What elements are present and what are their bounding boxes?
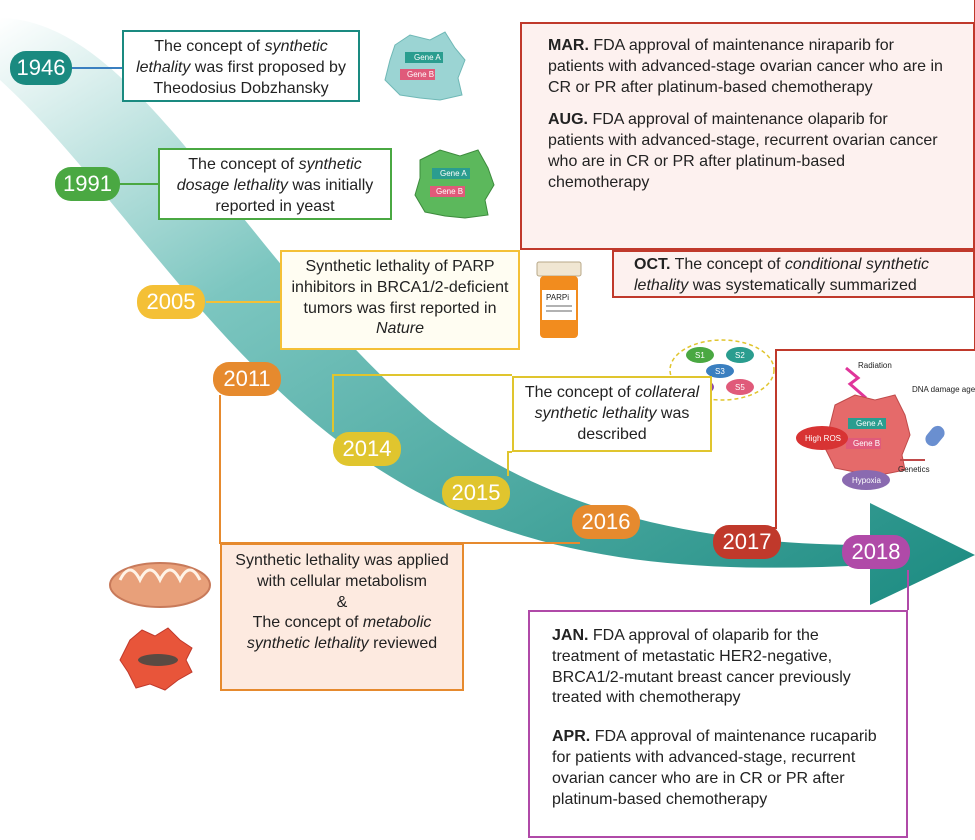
event-1991-em: synthetic dosage lethality (176, 156, 362, 194)
connector-2015 (507, 451, 512, 476)
connector-2014 (332, 374, 512, 432)
event-box-2018: JAN. FDA approval of olaparib for the tr… (528, 610, 908, 838)
gene-b-label-2017: Gene B (853, 439, 880, 448)
event-2017-oct-month: OCT. (634, 256, 671, 273)
event-2011-pre: The concept of (252, 614, 363, 632)
event-2005-em: Nature (375, 320, 425, 338)
event-1991-post: was initially reported in yeast (215, 176, 374, 215)
s3-label: S3 (715, 367, 725, 376)
event-2014-pre: The concept of (524, 384, 636, 401)
dna-damage-label: DNA damage agent (912, 385, 975, 394)
year-2017: 2017 (713, 525, 781, 559)
event-2011-em: metabolic synthetic lethality (246, 614, 432, 653)
year-2011: 2011 (213, 362, 281, 396)
year-1946: 1946 (10, 51, 72, 85)
parpi-label: PARPi (546, 293, 569, 302)
cell-genes-icon-1946: Gene A Gene B (384, 31, 466, 101)
event-2018-apr-month: APR. (552, 728, 591, 746)
event-2017-oct-em: conditional synthetic lethality (634, 256, 929, 294)
year-2015: 2015 (442, 476, 510, 510)
s2-label: S2 (735, 351, 745, 360)
high-ros-label: High ROS (805, 434, 841, 443)
event-1946-pre: The concept of (154, 38, 265, 55)
event-2014-em: collateral synthetic lethality (534, 384, 700, 422)
event-box-2017-oct: OCT. The concept of conditional syntheti… (612, 250, 975, 298)
gene-a-label-1991: Gene A (440, 169, 467, 178)
event-2017-mar-month: MAR. (548, 37, 589, 54)
year-2005: 2005 (137, 285, 205, 319)
event-2017-oct-post: was systematically summarized (688, 276, 917, 294)
s1-label: S1 (695, 351, 705, 360)
year-2014: 2014 (333, 432, 401, 466)
event-2017-aug-text: FDA approval of maintenance olaparib for… (548, 111, 938, 191)
event-box-2005: Synthetic lethality of PARP inhibitors i… (280, 250, 520, 350)
year-2018: 2018 (842, 535, 910, 569)
parpi-bottle-icon: PARPi (536, 261, 582, 338)
event-1991-pre: The concept of (188, 156, 299, 173)
s5-label: S5 (735, 383, 745, 392)
event-2018-jan-text: FDA approval of olaparib for the treatme… (552, 627, 851, 707)
event-box-1991: The concept of synthetic dosage lethalit… (158, 148, 392, 220)
year-1991: 1991 (55, 167, 120, 201)
event-2011-post: reviewed (368, 635, 438, 653)
conditional-sl-icon: Radiation Gene A Gene B High ROS Hypoxia… (796, 361, 975, 490)
hypoxia-label: Hypoxia (852, 476, 881, 485)
year-2016: 2016 (572, 505, 640, 539)
event-2011-amp: & (336, 593, 348, 611)
gene-a-label-2017: Gene A (856, 419, 883, 428)
event-1946-em: synthetic lethality (136, 38, 328, 76)
event-2017-mar-text: FDA approval of maintenance niraparib fo… (548, 37, 943, 96)
radiation-label: Radiation (858, 361, 892, 370)
event-box-1946: The concept of synthetic lethality was f… (122, 30, 360, 102)
metabolic-cell-icon (119, 627, 193, 691)
event-2011-line1: Synthetic lethality was applied with cel… (235, 552, 449, 590)
gene-b-label-1946: Gene B (407, 70, 434, 79)
event-1946-post: was first proposed by Theodosius Dobzhan… (153, 58, 346, 97)
event-box-2014: The concept of collateral synthetic leth… (512, 376, 712, 452)
event-2005-pre: Synthetic lethality of PARP inhibitors i… (291, 258, 509, 317)
event-box-2011: Synthetic lethality was applied with cel… (220, 543, 464, 691)
gene-b-label-1991: Gene B (436, 187, 463, 196)
event-box-2017: MAR. FDA approval of maintenance nirapar… (520, 22, 975, 250)
event-2018-apr-text: FDA approval of maintenance rucaparib fo… (552, 728, 877, 808)
event-2014-post: was described (577, 404, 690, 443)
event-2017-oct-pre: The concept of (674, 256, 785, 273)
genetics-label: Genetics (898, 465, 930, 474)
event-2017-aug-month: AUG. (548, 111, 588, 129)
cell-genes-icon-1991: Gene A Gene B (414, 149, 495, 219)
event-2018-jan-month: JAN. (552, 627, 589, 644)
mitochondria-icon (109, 562, 211, 608)
gene-a-label-1946: Gene A (414, 53, 441, 62)
